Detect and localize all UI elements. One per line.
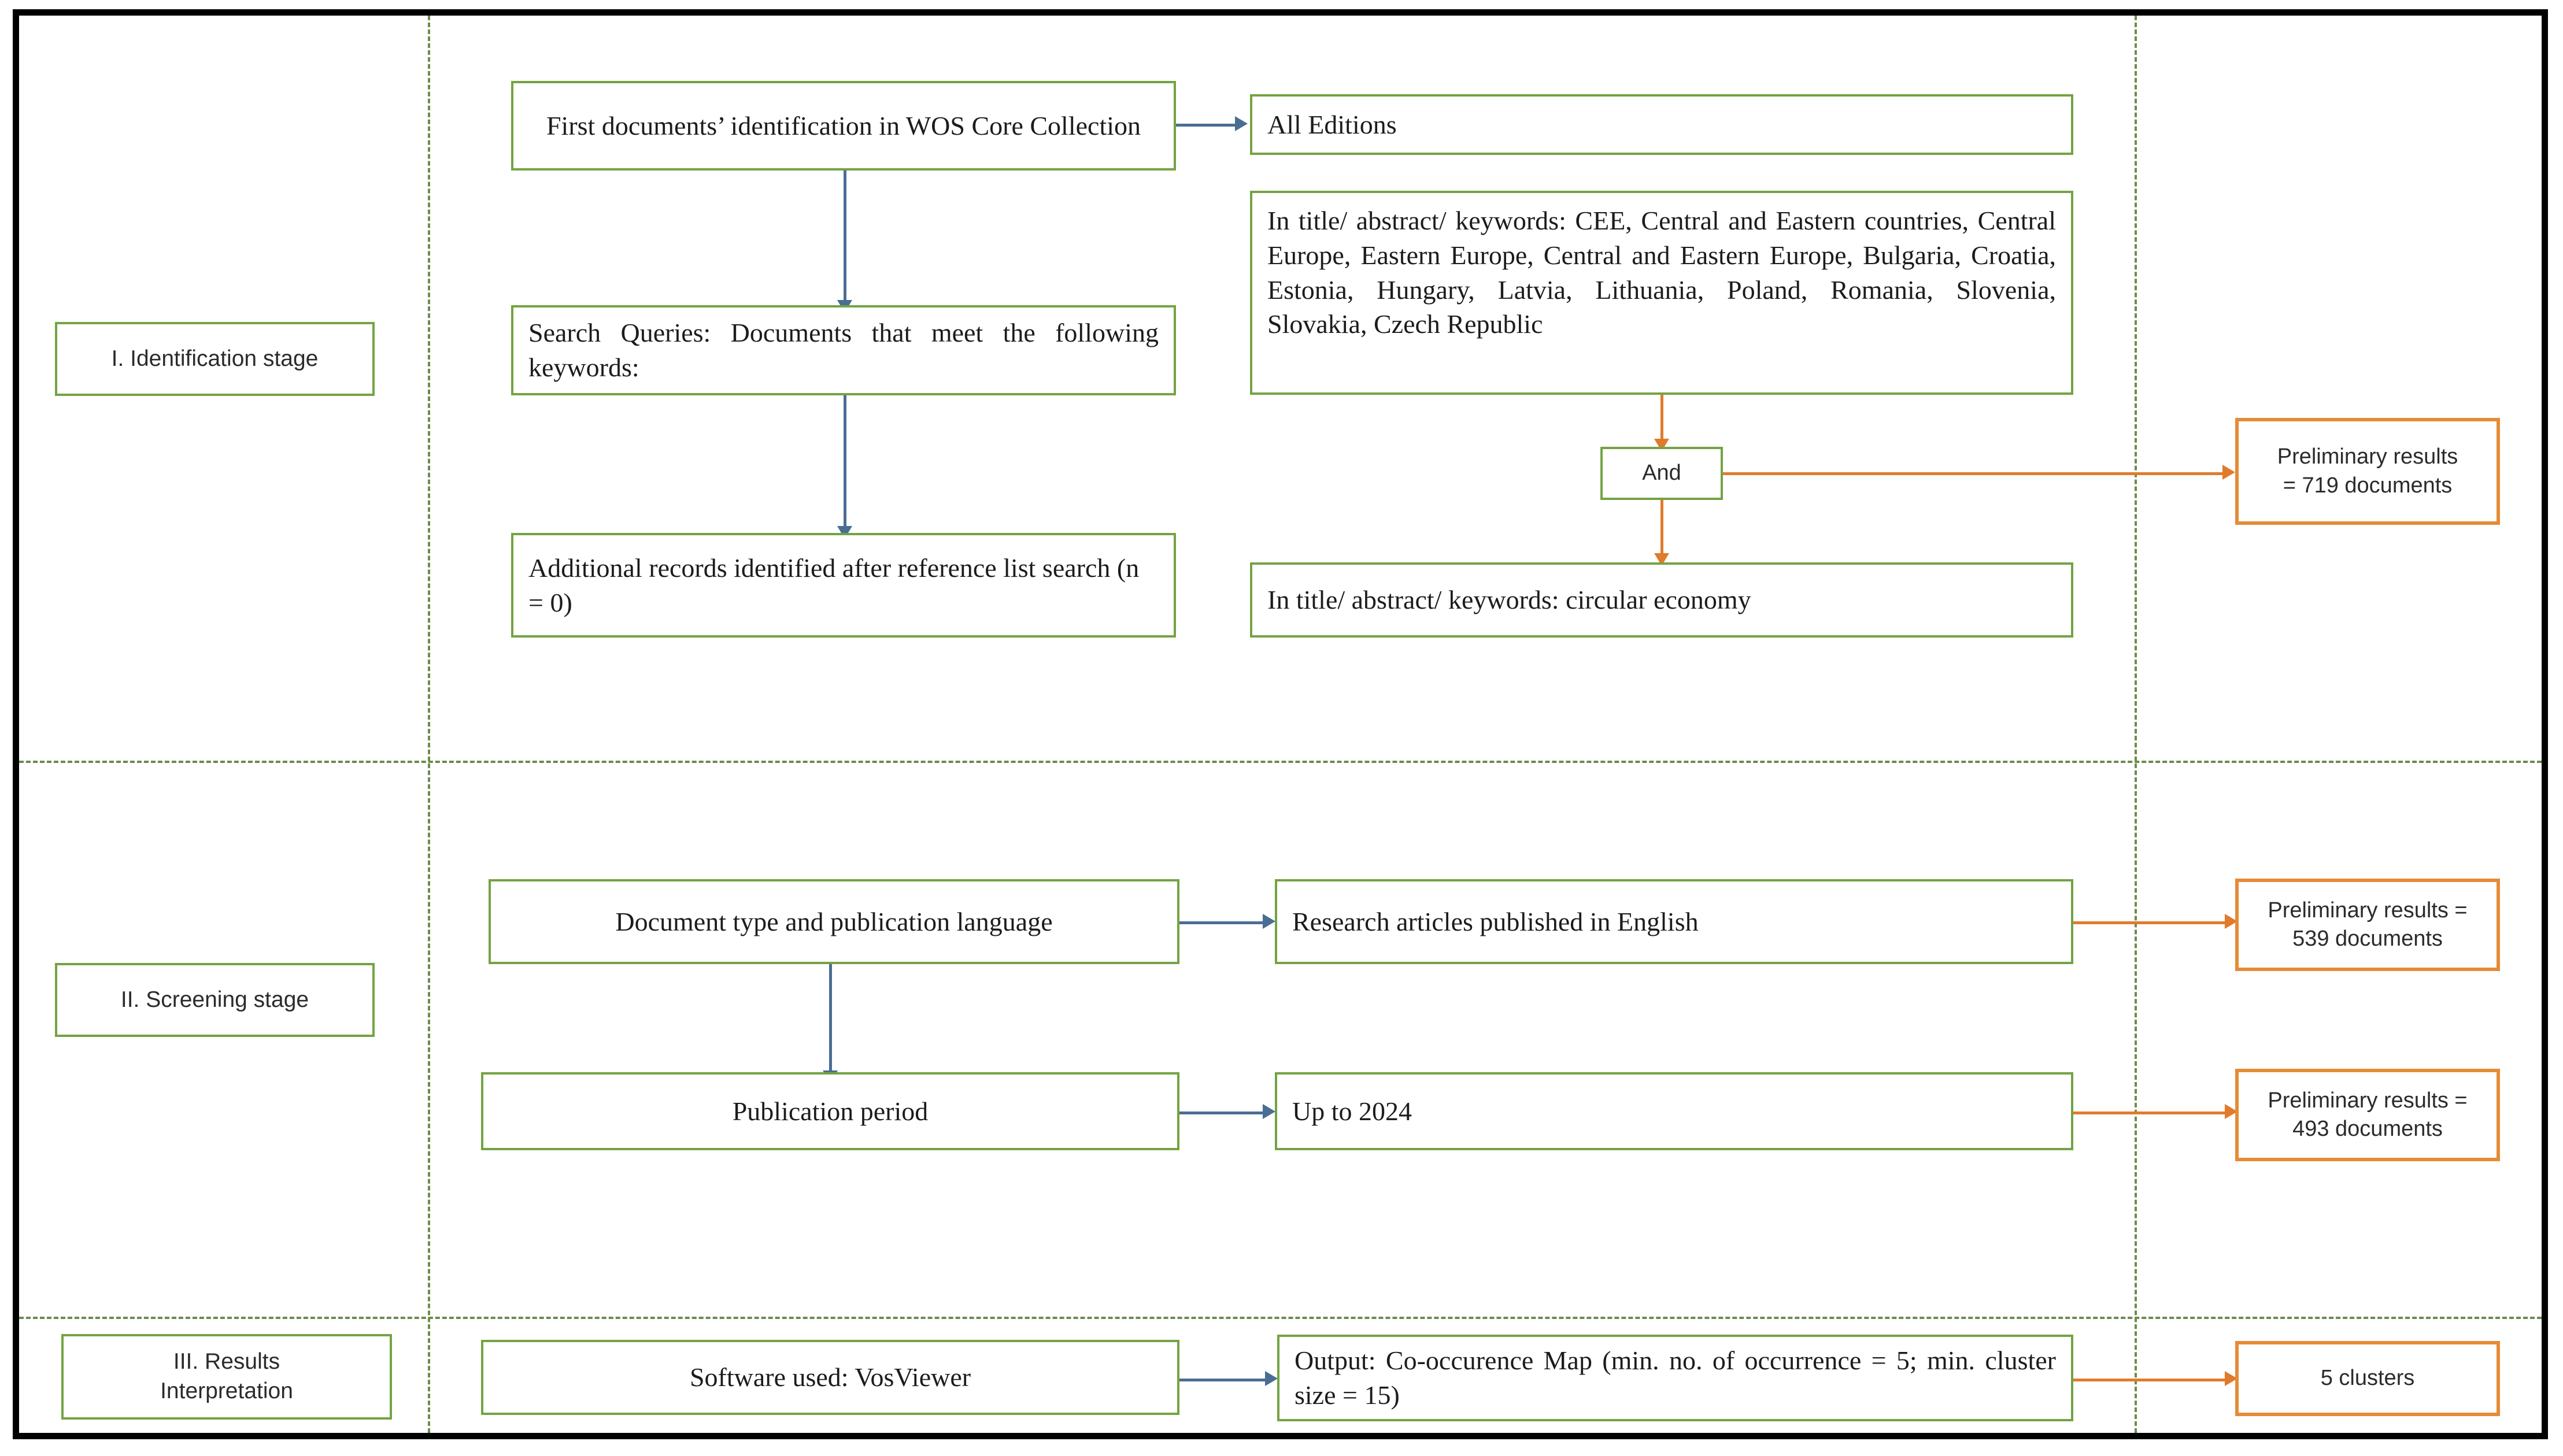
node-preliminary-results-493-line2: 493 documents: [2292, 1117, 2443, 1141]
edge-software-to-output-map: [1179, 1379, 1266, 1381]
edge-output-map-to-five-clusters: [2073, 1379, 2226, 1381]
node-preliminary-results-539-line2: 539 documents: [2292, 927, 2443, 951]
edge-document-type-to-publication-period: [829, 964, 832, 1075]
node-output-map: Output: Co-occurence Map (min. no. of oc…: [1277, 1335, 2073, 1421]
node-preliminary-results-493: Preliminary results = 493 documents: [2235, 1069, 2500, 1161]
stage-label-results-line1: III. Results: [173, 1349, 280, 1375]
node-preliminary-results-719: Preliminary results = 719 documents: [2235, 418, 2500, 525]
node-publication-period: Publication period: [481, 1072, 1179, 1150]
column-divider-right: [2135, 16, 2137, 1433]
arrowhead-output-map: [1265, 1371, 1278, 1386]
figure-outer-border: [13, 9, 2548, 1439]
arrowhead-five-clusters: [2225, 1371, 2237, 1386]
arrowhead-preliminary-493: [2225, 1104, 2237, 1119]
node-up-to-2024: Up to 2024: [1275, 1072, 2073, 1150]
node-five-clusters: 5 clusters: [2235, 1341, 2500, 1416]
node-software-used-text: Software used: VosViewer: [689, 1362, 971, 1392]
node-first-documents: First documents’ identification in WOS C…: [511, 81, 1176, 171]
node-and-operator: And: [1600, 447, 1723, 500]
node-document-type-language-text: Document type and publication language: [615, 906, 1053, 936]
stage-divider-identification-screening: [19, 761, 2542, 763]
node-keywords-circular-economy-text: In title/ abstract/ keywords: circular e…: [1267, 585, 1751, 615]
stage-label-identification: I. Identification stage: [55, 322, 375, 396]
stage-label-screening-text: II. Screening stage: [120, 987, 309, 1012]
node-document-type-language: Document type and publication language: [489, 879, 1179, 964]
node-preliminary-results-539-line1: Preliminary results =: [2268, 898, 2468, 922]
edge-research-articles-to-preliminary-539: [2073, 921, 2226, 924]
node-and-operator-text: And: [1642, 461, 1681, 486]
node-keywords-countries-text: In title/ abstract/ keywords: CEE, Centr…: [1267, 206, 2056, 339]
arrowhead-preliminary-719: [2222, 465, 2235, 480]
column-divider-left: [428, 16, 430, 1433]
edge-and-to-keywords-circular: [1660, 500, 1663, 558]
node-additional-records-text: Additional records identified after refe…: [528, 553, 1140, 617]
edge-publication-period-to-up-to-2024: [1179, 1112, 1264, 1114]
stage-divider-screening-results: [19, 1317, 2542, 1319]
node-preliminary-results-719-line1: Preliminary results: [2277, 444, 2458, 469]
edge-and-to-preliminary-719: [1723, 472, 2224, 475]
node-all-editions: All Editions: [1250, 94, 2073, 155]
node-preliminary-results-539: Preliminary results = 539 documents: [2235, 879, 2500, 971]
node-up-to-2024-text: Up to 2024: [1292, 1096, 1412, 1126]
stage-label-results-line2: Interpretation: [160, 1379, 293, 1403]
node-software-used: Software used: VosViewer: [481, 1340, 1179, 1415]
arrowhead-preliminary-539: [2225, 914, 2237, 929]
node-additional-records: Additional records identified after refe…: [511, 533, 1176, 638]
node-preliminary-results-719-line2: = 719 documents: [2283, 473, 2453, 498]
stage-label-screening: II. Screening stage: [55, 963, 375, 1037]
node-all-editions-text: All Editions: [1267, 109, 1397, 139]
arrowhead-up-to-2024: [1263, 1104, 1275, 1119]
arrowhead-all-editions: [1235, 116, 1248, 131]
edge-document-type-to-research-articles: [1179, 921, 1264, 924]
node-search-queries: Search Queries: Documents that meet the …: [511, 305, 1176, 395]
node-keywords-circular-economy: In title/ abstract/ keywords: circular e…: [1250, 562, 2073, 638]
node-research-articles-text: Research articles published in English: [1292, 906, 1699, 936]
stage-label-results-interpretation: III. Results Interpretation: [61, 1334, 392, 1420]
node-search-queries-text: Search Queries: Documents that meet the …: [528, 318, 1159, 382]
stage-label-identification-text: I. Identification stage: [111, 346, 319, 371]
node-research-articles: Research articles published in English: [1275, 879, 2073, 964]
edge-up-to-2024-to-preliminary-493: [2073, 1112, 2226, 1114]
node-first-documents-text: First documents’ identification in WOS C…: [546, 110, 1141, 140]
edge-keywords-countries-to-and: [1660, 395, 1663, 443]
arrowhead-research-articles: [1263, 914, 1275, 929]
node-publication-period-text: Publication period: [732, 1096, 929, 1126]
edge-first-documents-to-all-editions: [1176, 124, 1236, 127]
edge-first-documents-to-search-queries: [844, 171, 846, 305]
node-output-map-text: Output: Co-occurence Map (min. no. of oc…: [1295, 1346, 2056, 1410]
edge-search-queries-to-additional-records: [844, 395, 846, 531]
node-five-clusters-text: 5 clusters: [2320, 1366, 2415, 1391]
node-keywords-countries: In title/ abstract/ keywords: CEE, Centr…: [1250, 191, 2073, 395]
node-preliminary-results-493-line1: Preliminary results =: [2268, 1088, 2468, 1113]
